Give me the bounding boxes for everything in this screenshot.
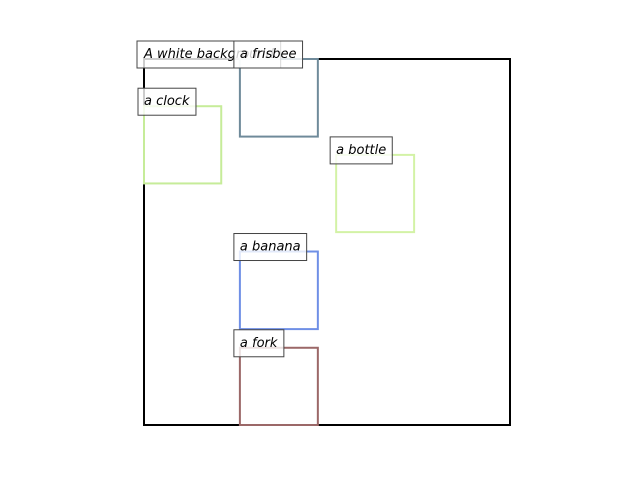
region-box-a-frisbee — [238, 58, 319, 138]
region-label-a-fork: a fork — [233, 329, 285, 358]
region-box-a-banana — [238, 250, 319, 331]
label-background — [233, 40, 304, 69]
label-background — [329, 136, 393, 165]
label-background — [137, 87, 197, 116]
region-label-a-banana: a banana — [233, 233, 308, 262]
region-box-a-clock — [143, 105, 223, 185]
label-text: a banana — [240, 240, 301, 255]
label-text: a fork — [240, 336, 278, 351]
region-label-a-clock: a clock — [137, 87, 197, 116]
label-background — [233, 233, 308, 262]
diagram-frame — [143, 58, 511, 426]
region-box-a-fork — [238, 346, 319, 426]
label-text: a frisbee — [240, 47, 297, 62]
label-text: a bottle — [336, 143, 386, 158]
label-background — [233, 329, 285, 358]
region-label-a-frisbee: a frisbee — [233, 40, 304, 69]
region-box-a-bottle — [335, 153, 416, 234]
region-label-a-bottle: a bottle — [329, 136, 393, 165]
label-text: a clock — [144, 94, 190, 109]
